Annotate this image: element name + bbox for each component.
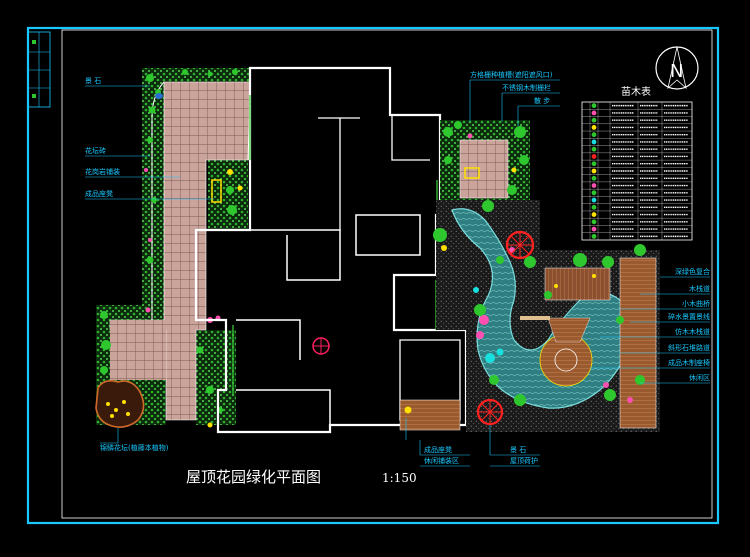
- north-arrow-icon: N: [655, 46, 699, 90]
- plant-schedule: 苗木表: [581, 85, 693, 241]
- label-right-7: 成品木制座椅: [668, 358, 710, 367]
- left-callouts: 景 石 花坛砖 花岗岩铺装 成品座凳 锦鳞花坛(植藤本植物): [85, 77, 214, 452]
- label-right-1: 深绿色复合: [675, 267, 710, 276]
- legend-plant-symbol: [591, 197, 597, 203]
- legend-plant-symbol: [591, 125, 597, 130]
- sheet-key: [27, 31, 51, 108]
- fountain-symbol-icon: [312, 337, 330, 355]
- outer-frame: [26, 26, 720, 525]
- top-callouts: 方格栅种植槽(遮阳遮风口) 不锈钢木制栅栏 散 步: [469, 70, 560, 126]
- legend-plant-symbol: [591, 139, 597, 145]
- label-bottom-paving: 休闲铺装区: [424, 456, 459, 465]
- label-right-2: 木栈道: [689, 284, 710, 293]
- legend-plant-symbol: [591, 110, 597, 116]
- left-garden: [95, 68, 251, 428]
- drawing-title: 屋顶花园绿化平面图: [186, 468, 321, 486]
- legend-title: 苗木表: [621, 85, 651, 98]
- right-callouts: 深绿色复合 木栈道 小木曲桥 碎水景置景线 仿木木栈道 斜形石堆路道 成品木制座…: [590, 267, 710, 384]
- label-walk: 散 步: [534, 96, 550, 105]
- left-bench: [211, 179, 222, 203]
- legend-plant-symbol: [591, 146, 597, 152]
- label-bottom-parapet: 屋顶荷护: [510, 456, 538, 465]
- north-letter: N: [670, 61, 683, 82]
- legend-plant-symbol: [591, 161, 597, 167]
- legend-plant-symbol: [591, 117, 597, 123]
- label-landscape-stone: 景 石: [85, 77, 101, 85]
- legend-plant-symbol: [591, 233, 597, 239]
- label-bench: 成品座凳: [85, 189, 113, 198]
- label-right-4: 碎水景置景线: [668, 312, 710, 321]
- label-bottom-stone: 景 石: [510, 446, 526, 454]
- legend-plant-symbol: [591, 226, 597, 232]
- legend-plant-symbol: [591, 103, 597, 109]
- legend-plant-symbol: [591, 204, 597, 210]
- label-bottom-bench: 成品座凳: [424, 445, 452, 454]
- inner-frame: [61, 29, 713, 519]
- label-right-3: 小木曲桥: [682, 299, 710, 308]
- bottom-callouts: 成品座凳 休闲铺装区 景 石 屋顶荷护: [405, 418, 540, 467]
- legend-plant-symbol: [591, 175, 597, 181]
- legend-plant-symbol: [591, 132, 597, 138]
- label-granite-paving: 花岗岩铺装: [85, 167, 120, 176]
- legend-plant-symbol: [591, 190, 597, 196]
- label-flower-brick: 花坛砖: [85, 146, 106, 155]
- legend-plant-symbol: [591, 212, 597, 217]
- legend-plant-symbol: [591, 168, 597, 174]
- label-steel-fence: 不锈钢木制栅栏: [502, 83, 551, 92]
- legend-plant-symbol: [591, 219, 597, 225]
- label-right-5: 仿木木栈道: [675, 327, 710, 336]
- right-garden: [399, 120, 660, 432]
- label-planting-trough: 方格栅种植槽(遮阳遮风口): [470, 70, 553, 79]
- legend-plant-symbol: [591, 183, 597, 188]
- legend-plant-symbol: [591, 154, 597, 159]
- court-bench: [464, 167, 480, 179]
- label-right-8: 休闲区: [689, 373, 710, 382]
- label-right-6: 斜形石堆路道: [668, 343, 710, 352]
- label-flower-bed: 锦鳞花坛(植藤本植物): [100, 443, 169, 452]
- drawing-scale: 1:150: [382, 471, 417, 485]
